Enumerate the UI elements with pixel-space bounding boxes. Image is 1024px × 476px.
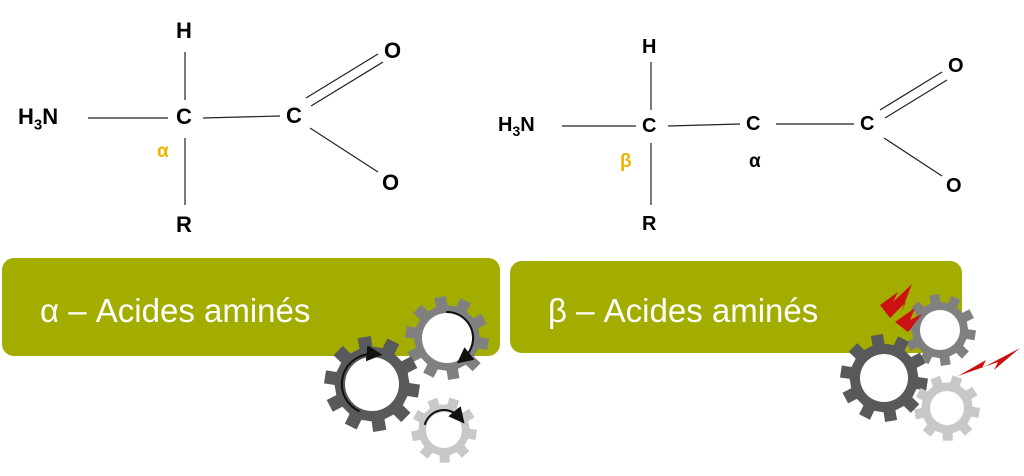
- beta-nh3-n: N: [520, 114, 535, 136]
- beta-greek-alpha-label: α: [749, 151, 761, 172]
- gear-icon-left-dark: [324, 336, 420, 432]
- alpha-nh3-n: N: [42, 104, 59, 129]
- beta-atom-c-beta: C: [642, 115, 657, 137]
- rotation-arrow-icon-1: [446, 310, 475, 364]
- rotation-arrow-icon-3: [423, 406, 465, 426]
- alpha-atom-o-top: O: [384, 38, 402, 63]
- beta-atom-c-alpha: C: [746, 113, 761, 135]
- gear-icon-right-mid: [904, 294, 976, 366]
- gear-icon-left-light: [411, 397, 477, 463]
- beta-bond-double-o-1: [879, 71, 943, 111]
- spark-icon-top: [880, 284, 912, 318]
- beta-atom-r: R: [642, 213, 657, 235]
- beta-nh3-sub: 3: [512, 123, 521, 139]
- alpha-atom-o-bottom: O: [382, 170, 400, 195]
- gear-icon-right-light: [914, 375, 980, 441]
- spark-icon-small: [895, 308, 922, 332]
- alpha-nh3-sub: 3: [33, 116, 43, 134]
- alpha-nh3-h: H: [18, 104, 34, 129]
- alpha-atom-r: R: [176, 212, 192, 237]
- beta-atom-o-top: O: [948, 55, 964, 77]
- alpha-atom-c-acid: C: [286, 103, 302, 128]
- alpha-bond-c-cacid: [202, 115, 281, 119]
- alpha-bond-double-o-1: [305, 53, 379, 99]
- beta-atom-c-acid: C: [860, 113, 875, 135]
- alpha-bond-double-o-2: [310, 61, 384, 107]
- beta-atom-nh3: H3N: [498, 115, 535, 138]
- alpha-atom-c-center: C: [176, 104, 192, 129]
- beta-greek-beta-label: β: [620, 151, 632, 172]
- spark-icon-right: [958, 348, 1020, 376]
- gear-icon-right-dark: [840, 334, 928, 422]
- alpha-bond-single-o: [309, 127, 379, 173]
- beta-nh3-h: H: [498, 114, 513, 136]
- rotation-arrow-icon-2: [340, 345, 383, 413]
- beta-atom-h: H: [642, 36, 657, 58]
- beta-bond-c-calpha: [667, 123, 741, 127]
- beta-bond-single-o: [883, 137, 943, 177]
- beta-bond-double-o-2: [884, 79, 948, 119]
- alpha-atom-nh3: H3N: [18, 104, 59, 134]
- alpha-greek-label: α: [157, 141, 169, 162]
- beta-atom-o-bottom: O: [946, 175, 962, 197]
- alpha-banner-label: α – Acides aminés: [40, 292, 311, 329]
- beta-banner-label: β – Acides aminés: [548, 292, 819, 329]
- gear-icon-left-mid: [405, 296, 489, 380]
- alpha-atom-h: H: [176, 18, 192, 43]
